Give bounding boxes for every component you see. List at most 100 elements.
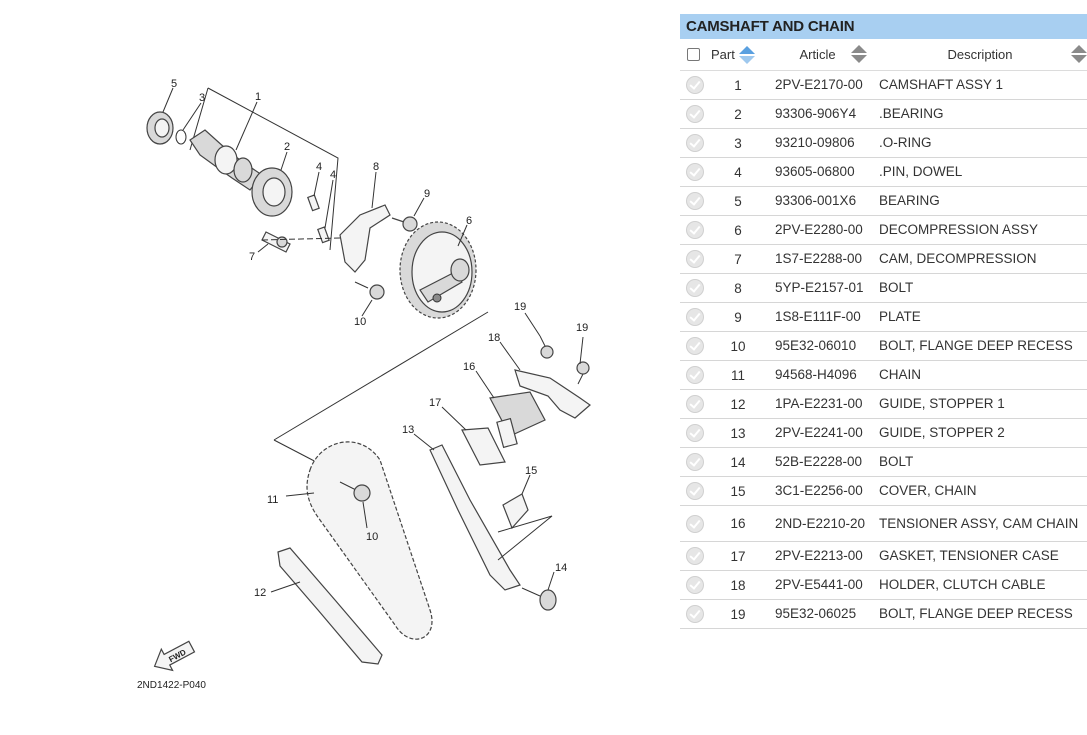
row-select-cell[interactable] bbox=[680, 186, 708, 216]
select-all-checkbox[interactable] bbox=[687, 48, 700, 61]
check-circle-icon[interactable] bbox=[686, 482, 704, 500]
row-select-cell[interactable] bbox=[680, 157, 708, 187]
part-holder-18[interactable] bbox=[514, 369, 591, 419]
check-circle-icon[interactable] bbox=[686, 163, 704, 181]
article-number-cell: 95E32-06010 bbox=[762, 331, 873, 361]
row-select-cell[interactable] bbox=[680, 476, 708, 506]
check-circle-icon[interactable] bbox=[686, 514, 704, 533]
part-o-ring-3[interactable] bbox=[175, 129, 187, 145]
select-all-header bbox=[680, 39, 708, 71]
row-select-cell[interactable] bbox=[680, 70, 708, 100]
alignment-line bbox=[261, 237, 341, 241]
part-bolt-14[interactable] bbox=[521, 587, 557, 611]
check-circle-icon[interactable] bbox=[686, 395, 704, 413]
row-select-cell[interactable] bbox=[680, 360, 708, 390]
row-select-cell[interactable] bbox=[680, 599, 708, 629]
part-decompression-cam-7[interactable] bbox=[261, 231, 291, 253]
row-select-cell[interactable] bbox=[680, 541, 708, 571]
description-cell: .BEARING bbox=[873, 99, 1087, 129]
sort-icon[interactable] bbox=[738, 45, 755, 64]
row-select-cell[interactable] bbox=[680, 505, 708, 542]
part-gasket-17[interactable] bbox=[461, 427, 506, 466]
check-circle-icon[interactable] bbox=[686, 76, 704, 94]
callout-18: 18 bbox=[488, 332, 500, 344]
description-cell: CAMSHAFT ASSY 1 bbox=[873, 70, 1087, 100]
row-select-cell[interactable] bbox=[680, 99, 708, 129]
row-select-cell[interactable] bbox=[680, 302, 708, 332]
sort-icon[interactable] bbox=[1071, 45, 1087, 63]
check-circle-icon[interactable] bbox=[686, 576, 704, 594]
row-select-cell[interactable] bbox=[680, 331, 708, 361]
part-sprocket-6[interactable] bbox=[399, 221, 477, 319]
check-circle-icon[interactable] bbox=[686, 366, 704, 384]
part-number-cell: 9 bbox=[708, 302, 762, 332]
check-circle-icon[interactable] bbox=[686, 250, 704, 268]
row-select-cell[interactable] bbox=[680, 273, 708, 303]
row-select-cell[interactable] bbox=[680, 389, 708, 419]
part-dowel-pin-4[interactable] bbox=[307, 194, 320, 212]
check-circle-icon[interactable] bbox=[686, 337, 704, 355]
callout-12: 12 bbox=[254, 587, 266, 599]
part-plate-9[interactable] bbox=[339, 204, 391, 273]
row-select-cell[interactable] bbox=[680, 128, 708, 158]
description-column-header[interactable]: Description bbox=[873, 39, 1087, 71]
part-bolt-10-lower[interactable] bbox=[354, 281, 385, 300]
sort-icon[interactable] bbox=[851, 45, 867, 63]
check-circle-icon[interactable] bbox=[686, 192, 704, 210]
row-select-cell[interactable] bbox=[680, 447, 708, 477]
part-camshaft-1[interactable] bbox=[189, 129, 263, 191]
check-circle-icon[interactable] bbox=[686, 279, 704, 297]
row-select-cell[interactable] bbox=[680, 215, 708, 245]
row-select-cell[interactable] bbox=[680, 244, 708, 274]
check-circle-icon[interactable] bbox=[686, 453, 704, 471]
article-number-cell: 3C1-E2256-00 bbox=[762, 476, 873, 506]
check-circle-icon[interactable] bbox=[686, 605, 704, 623]
row-select-cell[interactable] bbox=[680, 570, 708, 600]
part-bolt-19-left[interactable] bbox=[539, 335, 554, 359]
description-cell: CAM, DECOMPRESSION bbox=[873, 244, 1087, 274]
check-circle-icon[interactable] bbox=[686, 308, 704, 326]
check-circle-icon[interactable] bbox=[686, 134, 704, 152]
part-number-cell: 16 bbox=[708, 505, 762, 542]
part-guide-stopper-1[interactable] bbox=[277, 547, 383, 665]
check-circle-icon[interactable] bbox=[686, 105, 704, 123]
article-column-header[interactable]: Article bbox=[762, 39, 873, 71]
part-bolt-19-right[interactable] bbox=[576, 361, 590, 385]
part-dowel-pin-4[interactable] bbox=[317, 226, 330, 244]
part-bearing-2[interactable] bbox=[251, 167, 293, 217]
part-column-header[interactable]: Part bbox=[708, 39, 762, 71]
part-tensioner-16[interactable] bbox=[489, 391, 546, 449]
callout-leaders bbox=[162, 87, 584, 593]
part-bolt-8[interactable] bbox=[339, 481, 371, 502]
part-bearing-5[interactable] bbox=[146, 111, 174, 145]
part-bolt-10-upper[interactable] bbox=[391, 216, 418, 232]
description-header-label: Description bbox=[947, 47, 1013, 62]
check-circle-icon[interactable] bbox=[686, 221, 704, 239]
part-chain-cover-15[interactable] bbox=[502, 493, 529, 530]
check-circle-icon[interactable] bbox=[686, 424, 704, 442]
check-circle-icon[interactable] bbox=[686, 547, 704, 565]
article-number-cell: 95E32-06025 bbox=[762, 599, 873, 629]
part-guide-stopper-2[interactable] bbox=[429, 444, 521, 591]
part-chain-11[interactable] bbox=[306, 441, 433, 640]
row-select-cell[interactable] bbox=[680, 418, 708, 448]
